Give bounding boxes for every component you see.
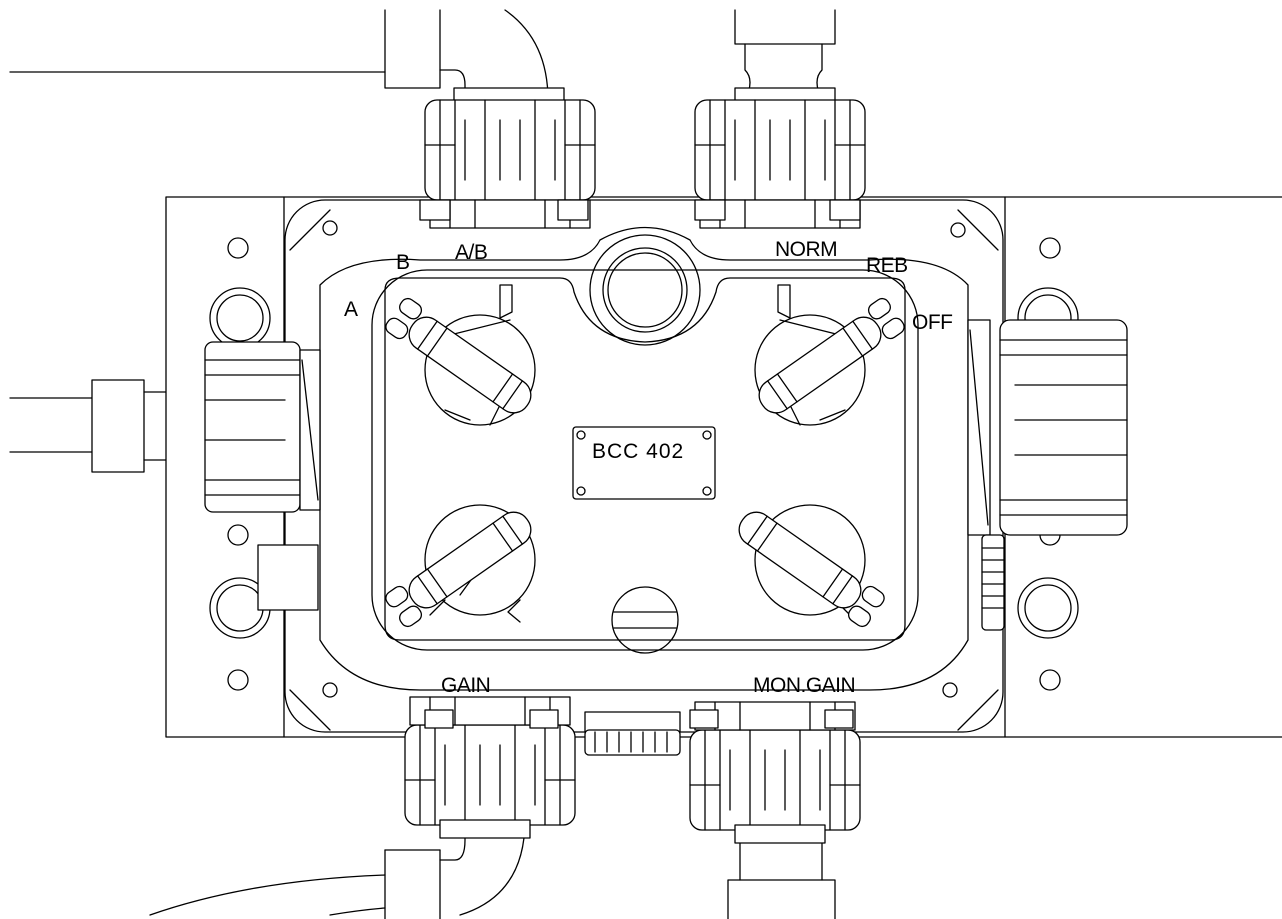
switch-top-right[interactable]: [750, 284, 908, 426]
label-gain: GAIN: [441, 674, 490, 697]
label-b: B: [396, 251, 410, 274]
label-a: A: [344, 298, 358, 321]
connector-bottom-left: [404, 696, 576, 839]
label-reb: REB: [866, 254, 908, 277]
connector-top-left: [419, 87, 596, 229]
switch-top-left[interactable]: [382, 284, 540, 426]
switch-bottom-right[interactable]: [730, 502, 888, 630]
nameplate-label: BCC 402: [592, 440, 684, 463]
connector-right: [967, 319, 1128, 631]
connector-bottom-right: [689, 701, 861, 844]
nameplate: BCC 402: [572, 426, 716, 500]
switch-bottom-left[interactable]: [382, 502, 540, 630]
label-norm: NORM: [775, 238, 837, 261]
connector-bottom-center: [584, 711, 681, 756]
label-off: OFF: [912, 311, 953, 334]
label-mon-gain: MON.GAIN: [753, 674, 855, 697]
switch-labels: A B A/B NORM REB OFF GAIN MON.GAIN: [344, 238, 953, 697]
connector-left: [204, 341, 321, 611]
connector-top-right: [694, 87, 866, 229]
label-ab: A/B: [455, 241, 487, 264]
